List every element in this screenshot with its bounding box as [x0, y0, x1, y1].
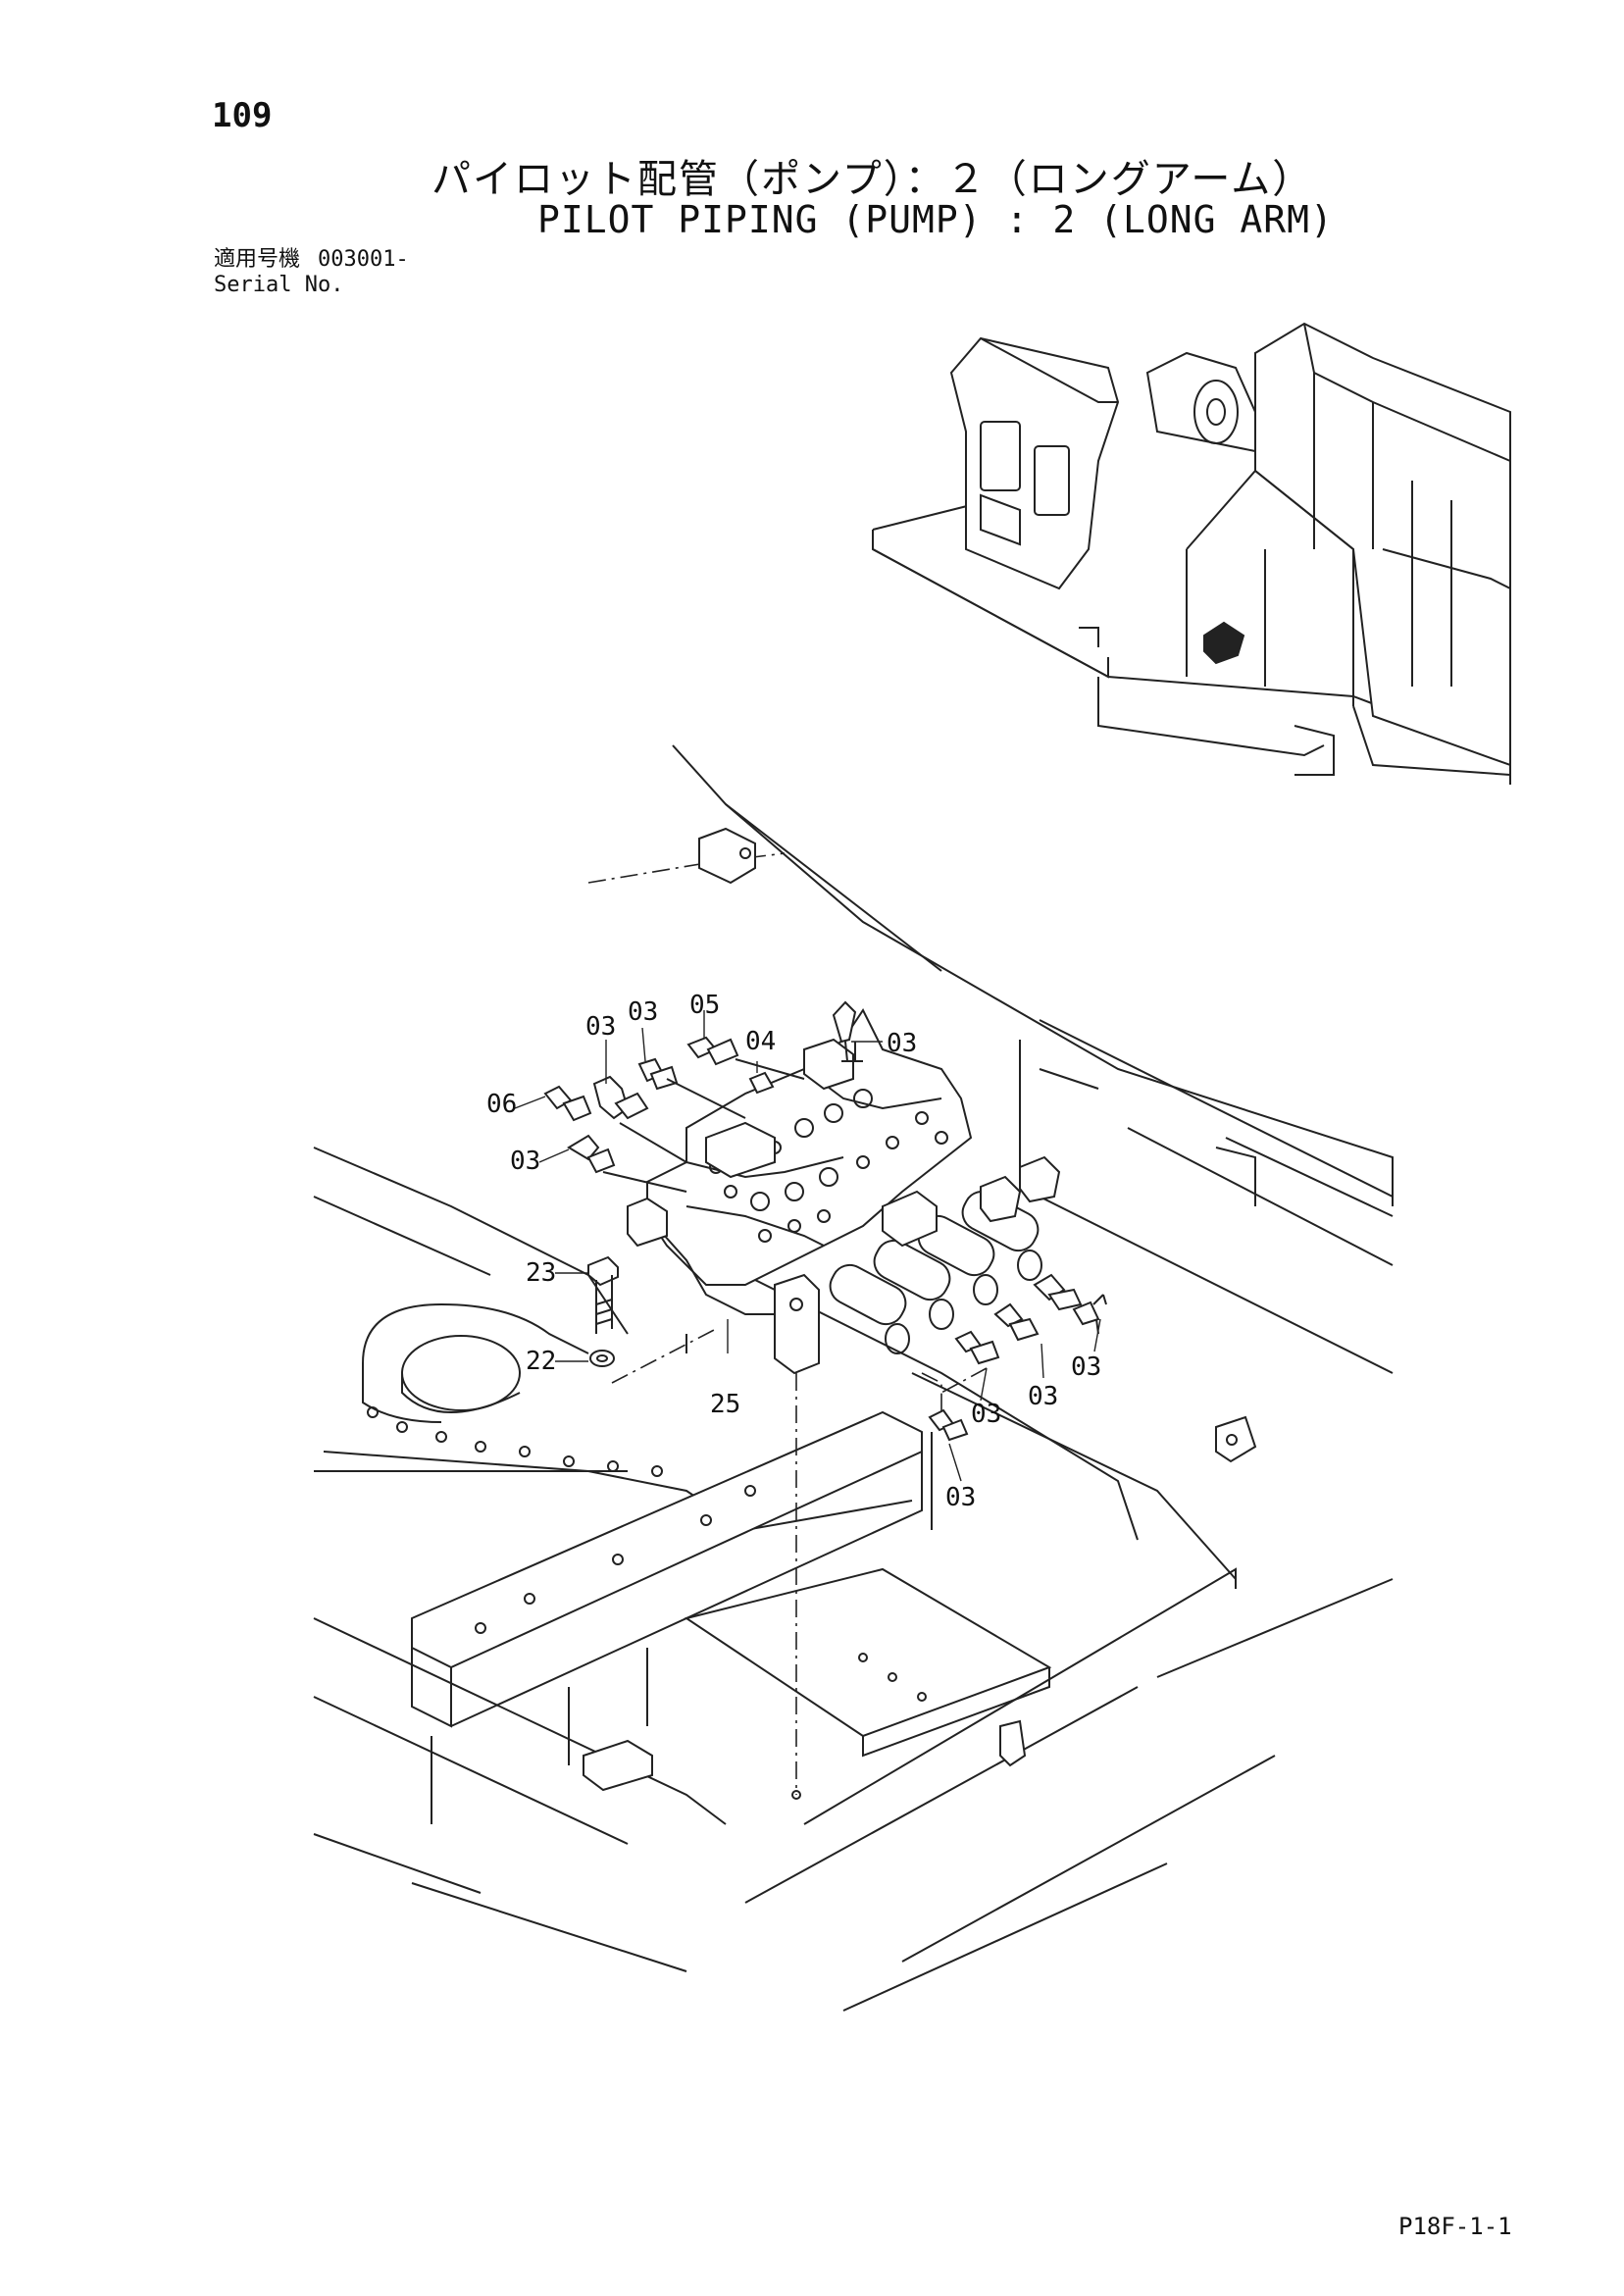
- drawing-code: P18F-1-1: [1398, 2213, 1512, 2240]
- callout-label: 03: [945, 1483, 976, 1512]
- callout-label: 03: [971, 1400, 1001, 1429]
- callout-label: 05: [689, 991, 720, 1020]
- serial-label-en: Serial No.: [214, 273, 344, 297]
- control-valve: [627, 1008, 1061, 1375]
- serial-label-jp: 適用号機: [214, 247, 301, 272]
- callout-labels: 03 03 05 04 03 06 03 23 22 25 03 03 03 0…: [486, 991, 1101, 1512]
- title-japanese: パイロット配管（ポンプ）：２（ロングアーム）: [431, 157, 1314, 202]
- callout-label: 03: [585, 1012, 616, 1042]
- callout-label: 03: [1028, 1382, 1058, 1411]
- callout-label: 04: [745, 1027, 776, 1056]
- callout-label: 25: [710, 1390, 740, 1419]
- serial-block: 適用号機 003001- Serial No.: [214, 247, 409, 298]
- callout-label: 03: [628, 997, 658, 1027]
- callout-label: 06: [486, 1090, 517, 1119]
- frame-lines: [313, 744, 1394, 2012]
- serial-value: 003001-: [318, 247, 409, 272]
- callout-label: 23: [526, 1258, 556, 1288]
- fittings: [543, 1000, 1107, 1442]
- page-number: 109: [212, 96, 273, 135]
- valve-bracket: [411, 827, 1257, 1824]
- callout-label: 03: [510, 1147, 540, 1176]
- callout-label: 03: [1071, 1352, 1101, 1382]
- machine-overview: [872, 322, 1511, 785]
- leader-lines: [514, 1010, 1101, 1795]
- swing-ring: [362, 1302, 663, 1477]
- callout-label: 22: [526, 1347, 556, 1376]
- title-english: PILOT PIPING (PUMP) : 2 (LONG ARM): [537, 198, 1334, 241]
- callout-label: 03: [887, 1029, 917, 1058]
